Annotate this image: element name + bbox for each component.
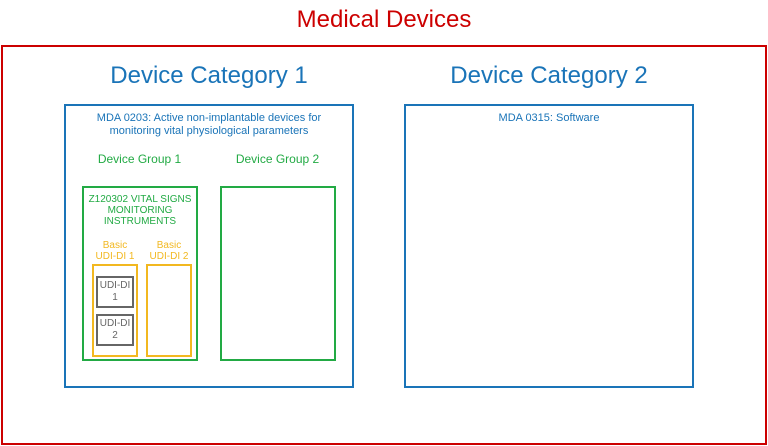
group-2-box [220,186,336,361]
group-1-box [82,186,198,361]
basic-udi-1-box [92,264,138,357]
category-1-box [64,104,354,388]
category-2-box [404,104,694,388]
group-1-code: Z120302 VITAL SIGNS MONITORING INSTRUMEN… [88,194,192,227]
udi-di-2: UDI-DI 2 [96,314,134,346]
udi-di-1: UDI-DI 1 [96,276,134,308]
category-2-title: Device Category 2 [450,62,648,89]
basic-udi-2-box [146,264,192,357]
diagram-title: Medical Devices [296,6,472,33]
category-2-mda: MDA 0315: Software [498,112,600,124]
medical-devices-container [1,45,767,445]
basic-udi-1-label: Basic UDI-DI 1 [95,240,135,262]
group-2-title: Device Group 2 [235,152,320,166]
group-1-title: Device Group 1 [97,152,182,166]
category-1-title: Device Category 1 [110,62,308,89]
basic-udi-2-label: Basic UDI-DI 2 [149,240,189,262]
category-1-mda: MDA 0203: Active non-implantable devices… [96,112,322,137]
